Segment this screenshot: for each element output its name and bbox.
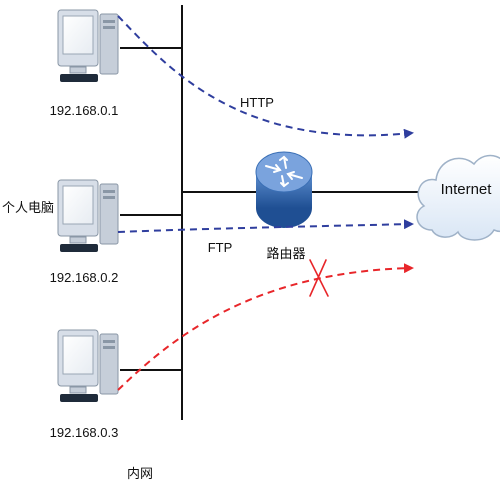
lan-label: 内网: [127, 466, 153, 482]
computer-1[interactable]: [57, 9, 119, 82]
computer-icon: [57, 179, 119, 252]
ftp-label: FTP: [208, 240, 233, 255]
pc-1-ip: 192.168.0.1: [50, 103, 119, 118]
ftp-flow-arrow: [117, 219, 414, 233]
blocked-x-icon: [309, 259, 329, 297]
router[interactable]: [255, 151, 313, 228]
internet-label: Internet: [441, 181, 493, 198]
pc-2-ip: 192.168.0.2: [50, 270, 119, 285]
computer-2[interactable]: [57, 179, 119, 252]
http-label: HTTP: [240, 95, 274, 110]
router-label: 路由器: [266, 246, 305, 262]
router-arrows-icon: [265, 155, 303, 188]
computer-3[interactable]: [57, 329, 119, 402]
http-flow-arrow: [117, 15, 414, 139]
pc-3-ip: 192.168.0.3: [50, 425, 119, 440]
internet-cloud[interactable]: [416, 154, 500, 241]
computer-icon: [57, 9, 119, 82]
computer-icon: [57, 329, 119, 402]
blocked-flow-arrow: [117, 263, 414, 391]
pc-2-caption: 个人电脑: [2, 201, 54, 216]
